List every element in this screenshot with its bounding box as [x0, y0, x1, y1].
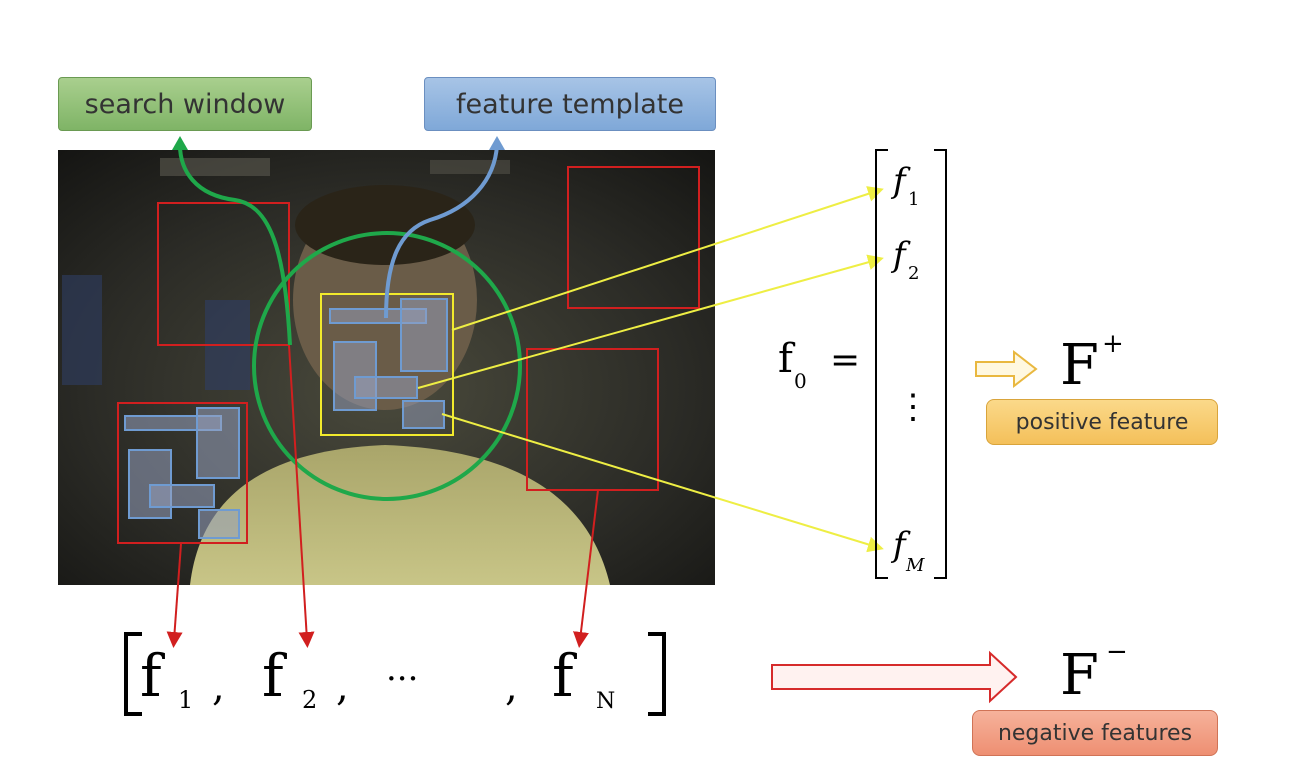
negative-list-ellipsis: ···	[386, 659, 418, 699]
negative-superscript: −	[1106, 637, 1128, 667]
vector-entry-subscript: 2	[908, 263, 919, 284]
negative-list-brackets	[124, 632, 666, 716]
template-feature-rects	[329, 298, 448, 429]
negative-list-comma: ,	[336, 664, 349, 710]
negative-list-item-subscript: 1	[178, 686, 193, 714]
search-window-circle	[252, 231, 522, 501]
vector-brackets	[875, 149, 947, 579]
negative-list-item-symbol: f	[552, 642, 577, 710]
negative-arrow	[771, 650, 1018, 704]
search-window-arrowhead	[172, 136, 188, 150]
vector-lhs-symbol: f	[778, 336, 796, 382]
negative-box	[526, 348, 659, 491]
negative-feature-rects	[124, 407, 240, 539]
negative-list-item-symbol: f	[262, 642, 287, 710]
negative-features-label: negative features	[972, 710, 1218, 756]
vector-equals: =	[830, 340, 860, 381]
vector-lhs-subscript: 0	[794, 369, 807, 393]
search-window-label: search window	[58, 77, 312, 131]
vector-entry-subscript: 1	[908, 189, 919, 210]
positive-symbol: F	[1060, 333, 1099, 398]
negative-list-comma: ,	[212, 664, 225, 710]
feature-template-label: feature template	[424, 77, 716, 131]
vector-entry-ellipsis: ⋮	[896, 387, 930, 427]
feature-template-connector	[384, 144, 499, 319]
feature-mapping-lines	[417, 186, 884, 553]
negative-list-comma: ,	[505, 664, 518, 710]
negative-arrows	[166, 344, 599, 648]
vector-entry-subscript: M	[905, 555, 925, 576]
negative-symbol: F	[1060, 643, 1099, 708]
negative-list-item-symbol: f	[140, 642, 165, 710]
negative-list-item-subscript: 2	[302, 686, 317, 714]
photo	[58, 150, 715, 585]
positive-arrow	[975, 349, 1038, 389]
positive-superscript: +	[1102, 329, 1124, 359]
negative-box	[567, 166, 700, 309]
negative-list-item-subscript: N	[596, 689, 615, 714]
feature-template-arrowhead	[489, 136, 505, 150]
positive-feature-label: positive feature	[986, 399, 1218, 445]
negative-box	[117, 402, 248, 544]
search-window-connector	[178, 144, 292, 346]
